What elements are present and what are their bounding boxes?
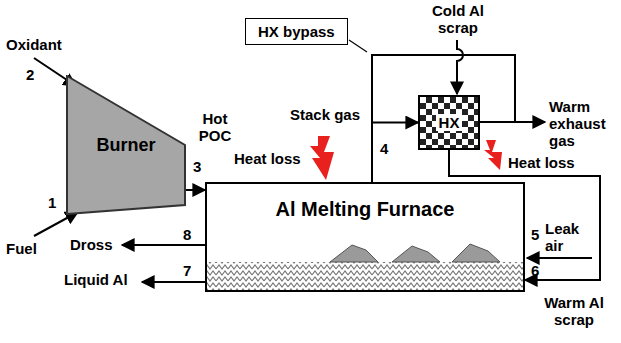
callout-number: 1: [48, 194, 56, 211]
stream-label: Fuel: [6, 240, 37, 257]
heat-exchanger: HX: [418, 95, 480, 150]
callout-number: 8: [183, 226, 191, 243]
stream-label: Warm exhaust gas: [549, 98, 615, 149]
burner-shape: [67, 76, 185, 214]
flow-connector: [186, 189, 205, 191]
node-label: HX: [436, 114, 463, 131]
stream-label: Dross: [70, 236, 113, 253]
node-label: Burner: [96, 135, 155, 156]
liquid-bath: [207, 262, 523, 290]
callout-number: 4: [380, 140, 388, 157]
callout-number: 2: [26, 66, 34, 83]
stream-label: Heat loss: [234, 150, 301, 167]
scrap-pile: [330, 244, 500, 262]
stream-label: Leak air: [545, 220, 593, 254]
furnace-box: Al Melting Furnace: [205, 182, 525, 292]
stream-label: Warm Al scrap: [534, 294, 614, 328]
stream-label: Oxidant: [6, 36, 62, 53]
stream-label: Liquid Al: [64, 271, 128, 288]
callout-number: 6: [531, 262, 539, 279]
heat-loss-bolt: [484, 140, 502, 170]
callout-box: HX bypass: [245, 18, 348, 45]
callout-number: 5: [531, 226, 539, 243]
burner-shape: Burner: [66, 75, 186, 215]
stream-label: Cold Al scrap: [428, 2, 488, 36]
dross-arrow: [122, 244, 205, 246]
callout-number: 3: [193, 158, 201, 175]
callout-number: 7: [183, 262, 191, 279]
stream-label: Heat loss: [508, 154, 575, 171]
leak-air-arrow: [527, 257, 592, 259]
fuel-arrow: [34, 212, 78, 236]
liquid-al-arrow: [142, 281, 205, 283]
flow-connector: [372, 123, 418, 183]
node-label: HX bypass: [258, 23, 335, 40]
stream-label: Stack gas: [290, 106, 360, 123]
stream-label: Hot POC: [188, 110, 242, 144]
heat-loss-bolt: [310, 136, 334, 180]
node-label: Al Melting Furnace: [276, 198, 455, 221]
leader-line: [349, 40, 367, 52]
exhaust-arrow: [480, 121, 545, 123]
scrap-feed-arrow: [457, 40, 463, 94]
